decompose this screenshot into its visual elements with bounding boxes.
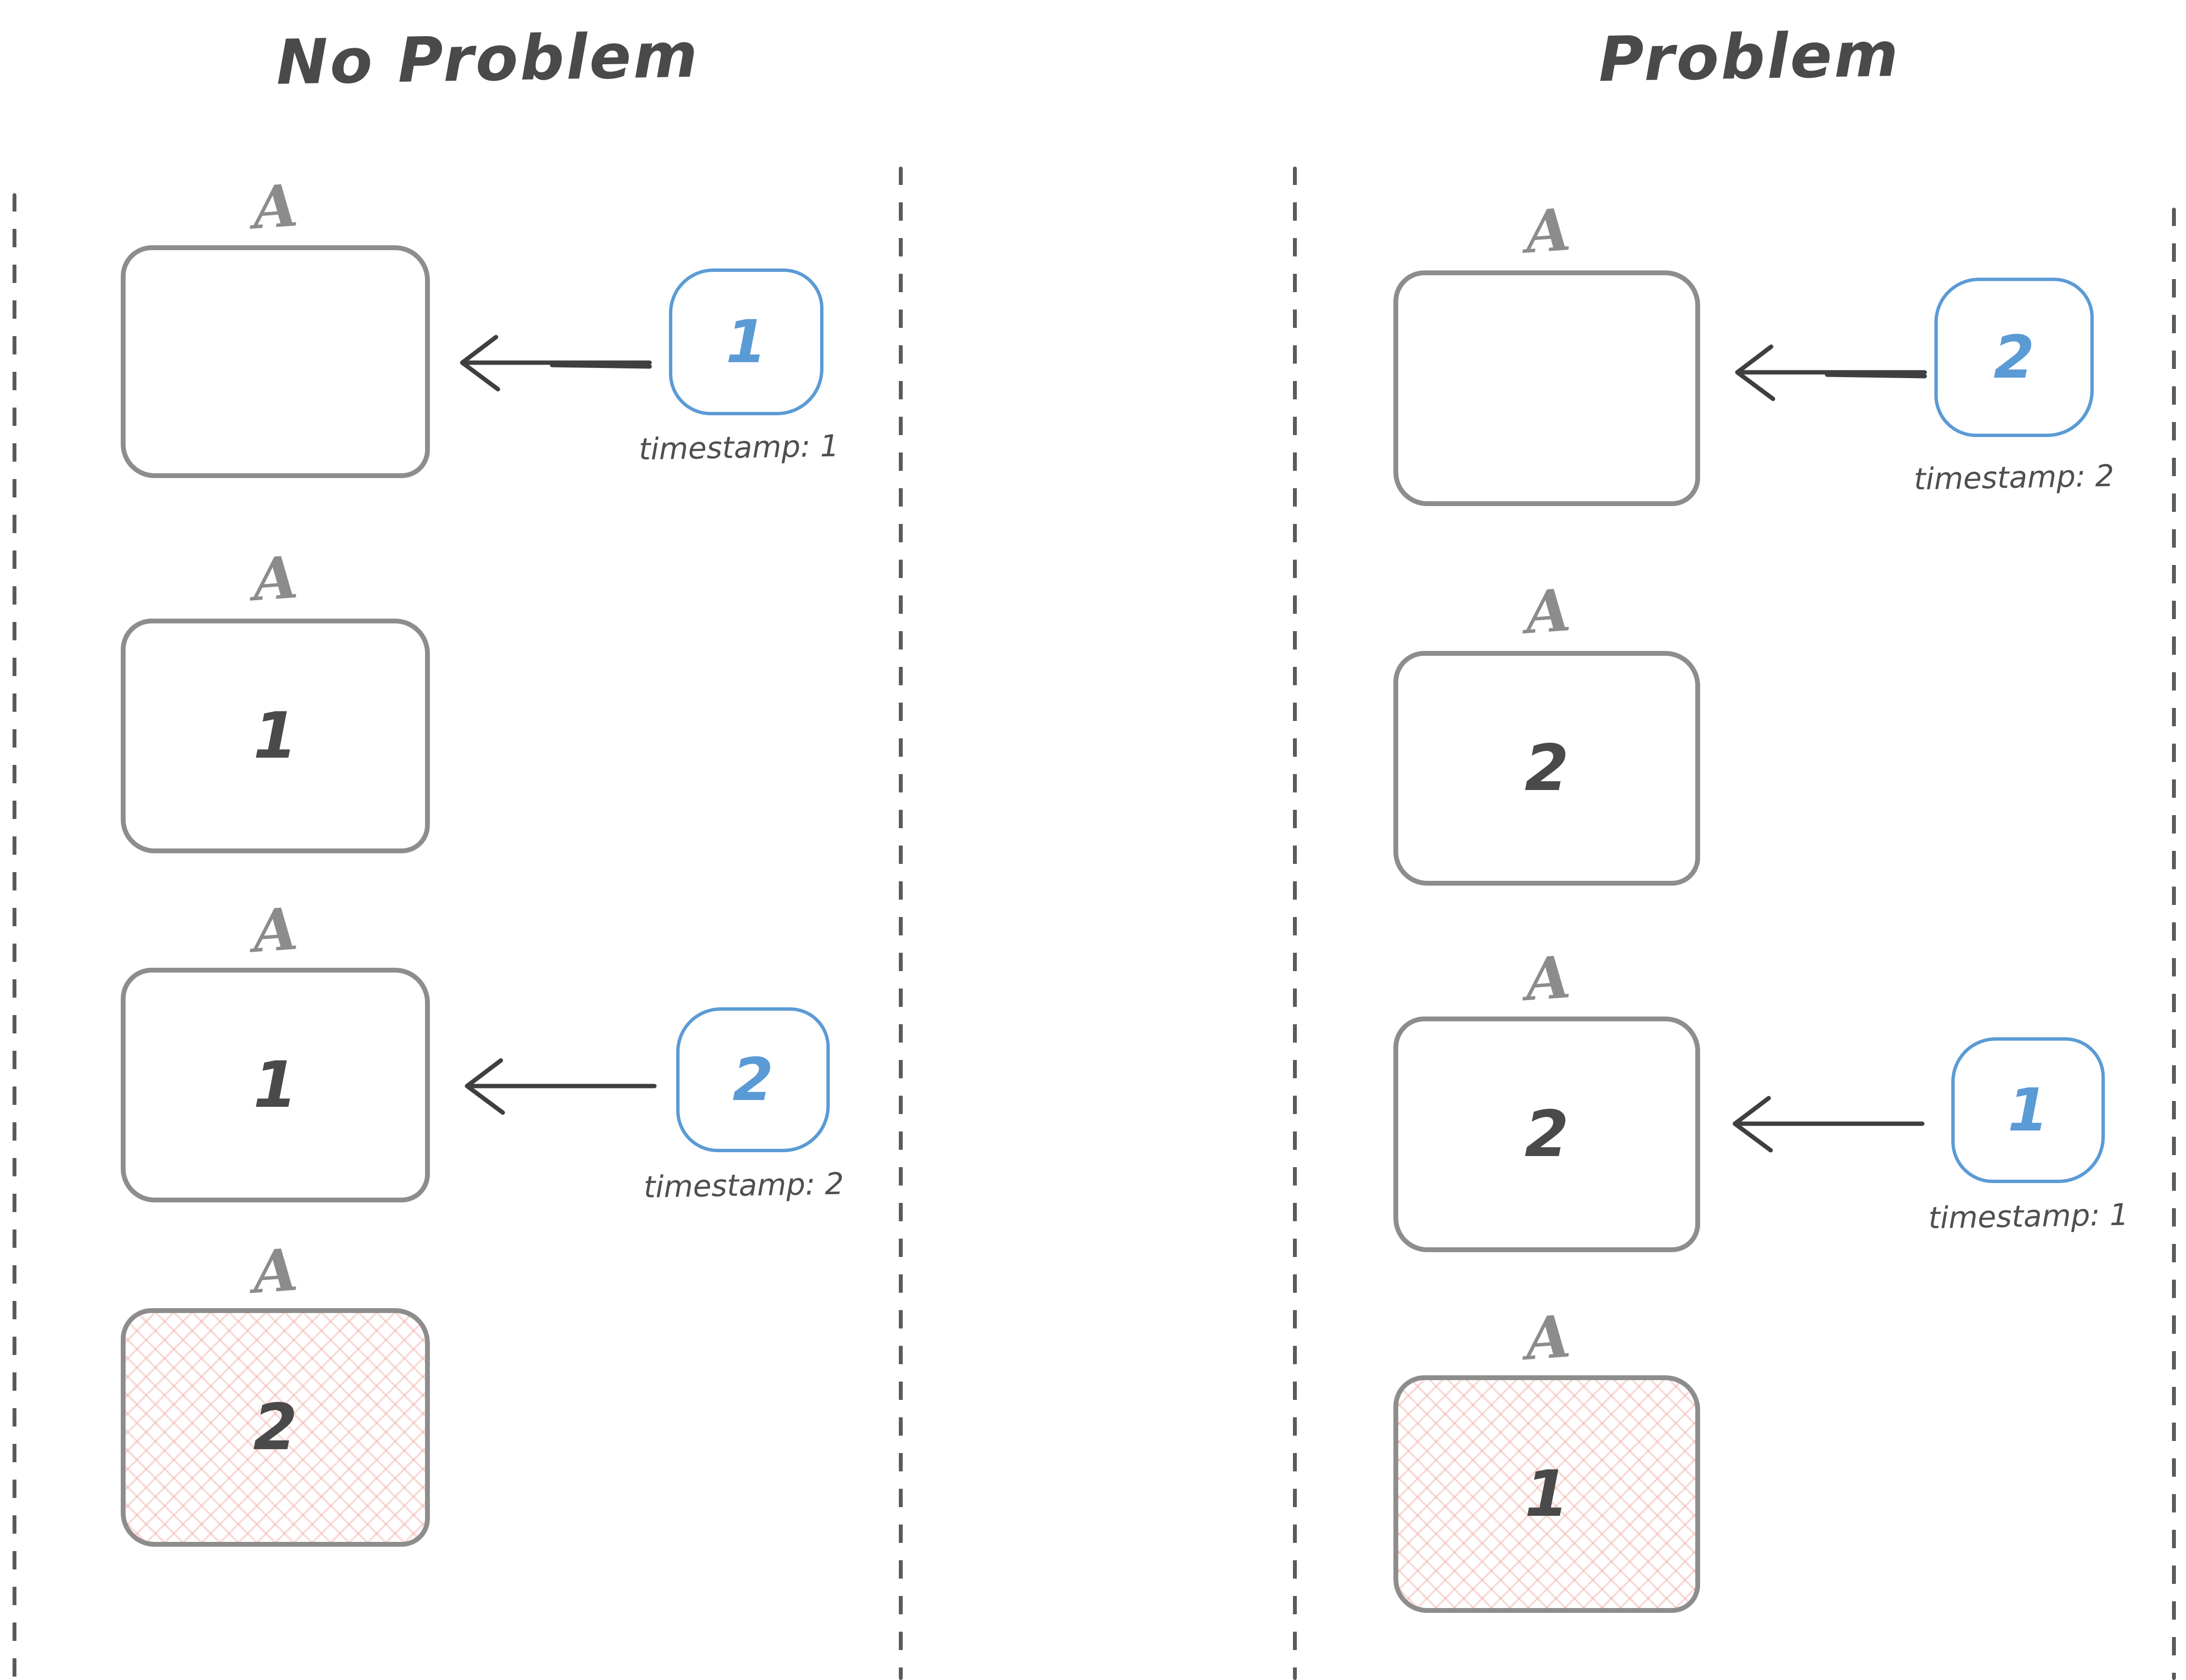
lane-divider-right-inner: [1293, 167, 1297, 1680]
replica-state-box: 2: [1393, 1016, 1700, 1252]
update-arrow: [1732, 1096, 1925, 1153]
replica-final-state-box: 1: [1393, 1375, 1700, 1613]
update-value: 1: [725, 308, 767, 376]
replica-label: A: [1523, 943, 1573, 1015]
replica-label: A: [1523, 195, 1573, 267]
arrow-head: [465, 1058, 505, 1115]
update-box: 2: [1934, 278, 2094, 437]
replica-state-value: 2: [1524, 1097, 1569, 1172]
arrow-shaft-double: [1825, 372, 1927, 379]
arrow-head: [1732, 1096, 1773, 1153]
update-box: 1: [1951, 1037, 2105, 1183]
lane-divider-right-outer: [2172, 208, 2176, 1680]
replica-state-value: 1: [253, 1048, 298, 1122]
update-value: 2: [732, 1045, 774, 1114]
panel-title-no-problem: No Problem: [275, 19, 700, 99]
arrow-shaft-double: [550, 363, 652, 369]
arrow-head: [1735, 344, 1775, 401]
replica-state-box: [121, 245, 430, 478]
timestamp-caption: timestamp: 2: [1914, 458, 2115, 497]
replica-state-box: 1: [121, 968, 430, 1202]
replica-state-value: 1: [253, 699, 298, 773]
panel-title-problem: Problem: [1598, 18, 1901, 96]
lane-divider-left-inner: [899, 167, 903, 1680]
update-box: 2: [676, 1007, 830, 1152]
timestamp-caption: timestamp: 1: [1928, 1197, 2129, 1236]
replica-state-value: 2: [1524, 731, 1569, 805]
replica-label: A: [250, 543, 300, 615]
update-value: 2: [1993, 323, 2035, 392]
replica-label: A: [250, 1235, 300, 1307]
replica-state-box: 2: [1393, 651, 1700, 886]
replica-final-state-box: 2: [121, 1308, 430, 1547]
update-arrow: [465, 1058, 657, 1115]
replica-label: A: [250, 171, 300, 243]
update-box: 1: [669, 268, 823, 415]
replica-state-value: 2: [253, 1390, 298, 1465]
update-arrow: [460, 335, 652, 392]
update-arrow: [1735, 344, 1927, 401]
arrow-head: [460, 335, 500, 392]
replica-label: A: [1523, 576, 1573, 648]
replica-label: A: [250, 894, 300, 966]
replica-state-box: [1393, 270, 1700, 506]
replica-label: A: [1523, 1302, 1573, 1374]
update-value: 1: [2007, 1076, 2049, 1144]
replica-state-box: 1: [121, 619, 430, 853]
timestamp-caption: timestamp: 1: [639, 428, 839, 467]
replica-state-value: 1: [1524, 1457, 1569, 1531]
timestamp-caption: timestamp: 2: [643, 1166, 844, 1205]
lane-divider-left-outer: [13, 193, 16, 1680]
